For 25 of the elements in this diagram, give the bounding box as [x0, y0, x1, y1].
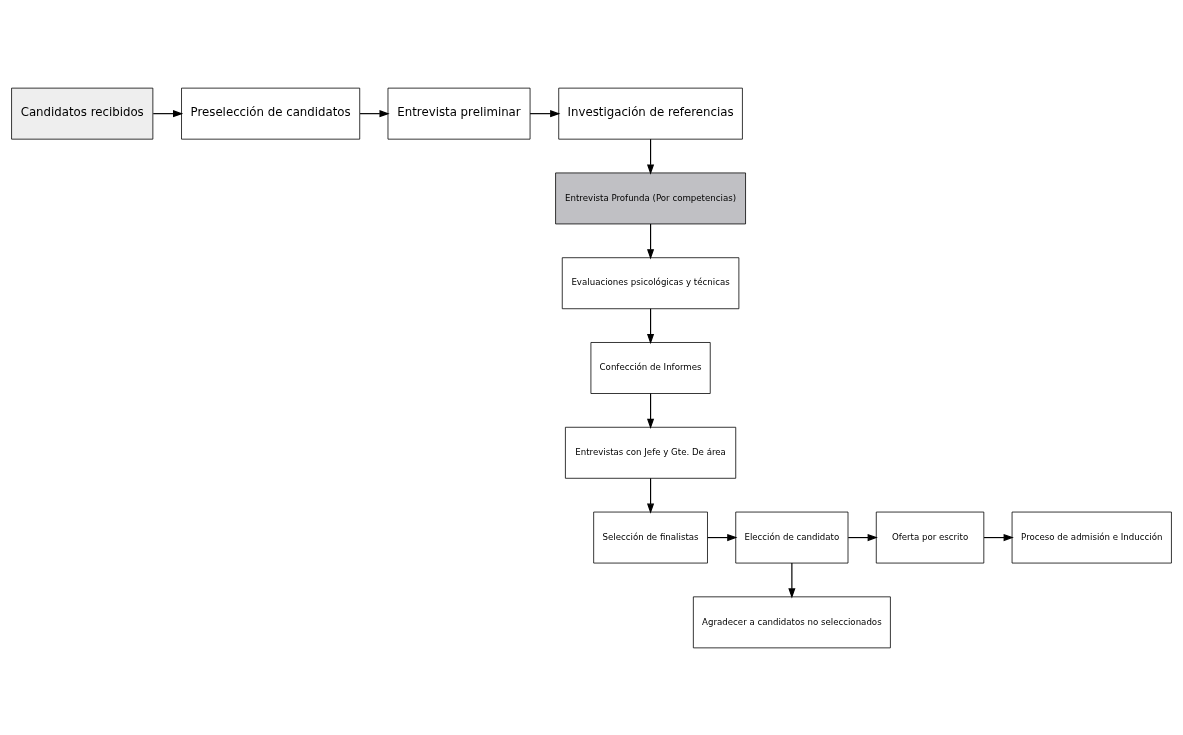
node-box: Selección de finalistas — [593, 511, 708, 563]
node-box: Candidatos recibidos — [11, 87, 154, 140]
arrow — [788, 562, 796, 599]
arrow — [983, 533, 1014, 541]
node-box: Proceso de admisión e Inducción — [1011, 511, 1172, 563]
node-box: Investigación de referencias — [558, 87, 743, 140]
arrow — [647, 222, 655, 259]
arrow — [529, 109, 561, 117]
node-box: Evaluaciones psicológicas y técnicas — [561, 256, 740, 309]
arrow — [152, 109, 184, 117]
arrow — [359, 109, 390, 117]
node-box: Preselección de candidatos — [181, 87, 361, 140]
node-box: Entrevistas con Jefe y Gte. De área — [565, 426, 737, 479]
arrow — [647, 307, 655, 344]
arrow — [647, 392, 655, 429]
node-box: Confección de Informes — [590, 341, 711, 394]
arrow — [647, 477, 655, 514]
node-box: Entrevista preliminar — [387, 87, 531, 140]
arrow — [707, 533, 738, 541]
node-box: Entrevista Profunda (Por competencias) — [555, 172, 746, 224]
arrow — [847, 533, 878, 541]
node-box: Elección de candidato — [735, 511, 849, 563]
node-box: Oferta por escrito — [875, 511, 985, 563]
node-box: Agradecer a candidatos no seleccionados — [692, 595, 891, 648]
arrow — [647, 138, 655, 175]
